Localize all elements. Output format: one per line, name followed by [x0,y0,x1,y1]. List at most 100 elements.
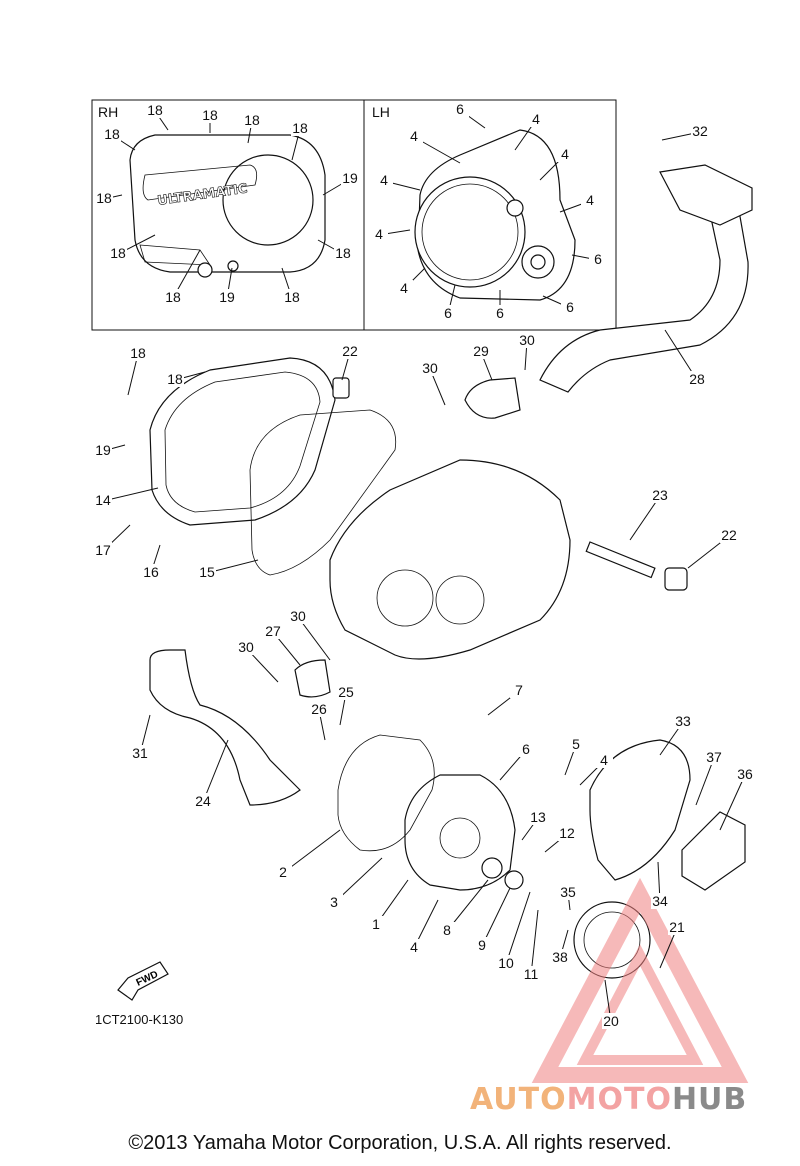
callout-backing [510,682,528,698]
part-callout-13: 13 [530,809,546,825]
callout-backing [674,713,692,729]
callout-backing [491,305,509,321]
leader-line [695,757,715,806]
part-callout-4: 4 [586,192,594,208]
part-callout-18: 18 [104,126,120,142]
part-callout-38: 38 [552,949,568,965]
part-callout-18: 18 [292,120,308,136]
callout-backing [522,966,540,982]
part-callout-3: 3 [330,894,338,910]
part-callout-32: 32 [692,123,708,139]
callout-backing [438,922,456,938]
part-callout-30: 30 [519,332,535,348]
part-callout-20: 20 [603,1013,619,1029]
rh-crankcase-cover-drawing [129,134,326,278]
part-callout-31: 31 [132,745,148,761]
callout-backing [561,299,579,315]
leader-line [481,887,511,947]
callout-backing [421,360,439,376]
part-callout-18: 18 [244,112,260,128]
part-callout-34: 34 [652,893,668,909]
watermark-text: AUTOMOTOHUB [470,1082,747,1117]
part-callout-4: 4 [532,111,540,127]
callout-backing [405,128,423,144]
part-callout-18: 18 [284,289,300,305]
callout-backing [367,916,385,932]
part-callout-4: 4 [410,128,418,144]
callout-backing [395,280,413,296]
leader-line [202,739,229,803]
callout-backing [164,289,182,305]
callout-backing [736,766,754,782]
part-callout-23: 23 [652,487,668,503]
callout-backing [243,112,261,128]
crankcase-assembly-drawing [117,164,753,1001]
callout-backing [94,492,112,508]
watermark-hub: HUB [671,1082,748,1117]
part-callout-22: 22 [721,527,737,543]
callout-backing [194,793,212,809]
callout-backing [567,736,585,752]
callout-backing [651,487,669,503]
part-callout-16: 16 [143,564,159,580]
callout-backing [439,305,457,321]
callout-backing [103,126,121,142]
part-callout-26: 26 [311,701,327,717]
callout-backing [668,919,686,935]
callout-backing [109,245,127,261]
callout-backing [720,527,738,543]
part-callout-28: 28 [689,371,705,387]
callout-backing [291,120,309,136]
reference-code: 1CT2100-K130 [95,1012,184,1027]
callout-backing [237,639,255,655]
part-callout-37: 37 [706,749,722,765]
part-callout-30: 30 [422,360,438,376]
callout-backing [264,623,282,639]
callout-backing [375,172,393,188]
callout-backing [405,939,423,955]
callout-backing [595,752,613,768]
callout-backing [283,289,301,305]
fwd-label: FWD [135,969,160,989]
part-callout-33: 33 [675,713,691,729]
part-callout-18: 18 [167,371,183,387]
part-callout-19: 19 [342,170,358,186]
callout-backing [337,684,355,700]
callout-backing [705,749,723,765]
part-callout-27: 27 [265,623,281,639]
copyright-notice: ©2013 Yamaha Motor Corporation, U.S.A. A… [128,1132,672,1154]
inset-frame [91,99,617,331]
leader-line [505,891,531,965]
part-callout-19: 19 [95,442,111,458]
callout-backing [274,864,292,880]
callout-backing [370,226,388,242]
part-callout-6: 6 [522,741,530,757]
callout-backing [451,101,469,117]
part-callout-4: 4 [375,226,383,242]
watermark-moto: MOTO [566,1082,672,1117]
callout-backing [497,955,515,971]
inset-label-lh: LH [372,104,390,120]
part-callout-22: 22 [342,343,358,359]
part-callout-1: 1 [372,916,380,932]
part-callout-18: 18 [96,190,112,206]
callout-backing [198,564,216,580]
part-callout-12: 12 [559,825,575,841]
leader-line [719,774,746,831]
part-callout-7: 7 [515,682,523,698]
part-callout-18: 18 [335,245,351,261]
part-callout-29: 29 [473,343,489,359]
part-callout-11: 11 [524,966,539,982]
part-callout-18: 18 [165,289,181,305]
part-callout-5: 5 [572,736,580,752]
leader-line [102,487,159,502]
lh-crankcase-cover-drawing [414,129,576,301]
callout-backing [201,107,219,123]
leader-line [297,616,331,661]
callout-backing [325,894,343,910]
callout-backing [602,1013,620,1029]
callout-backing [94,542,112,558]
callout-backing [517,741,535,757]
